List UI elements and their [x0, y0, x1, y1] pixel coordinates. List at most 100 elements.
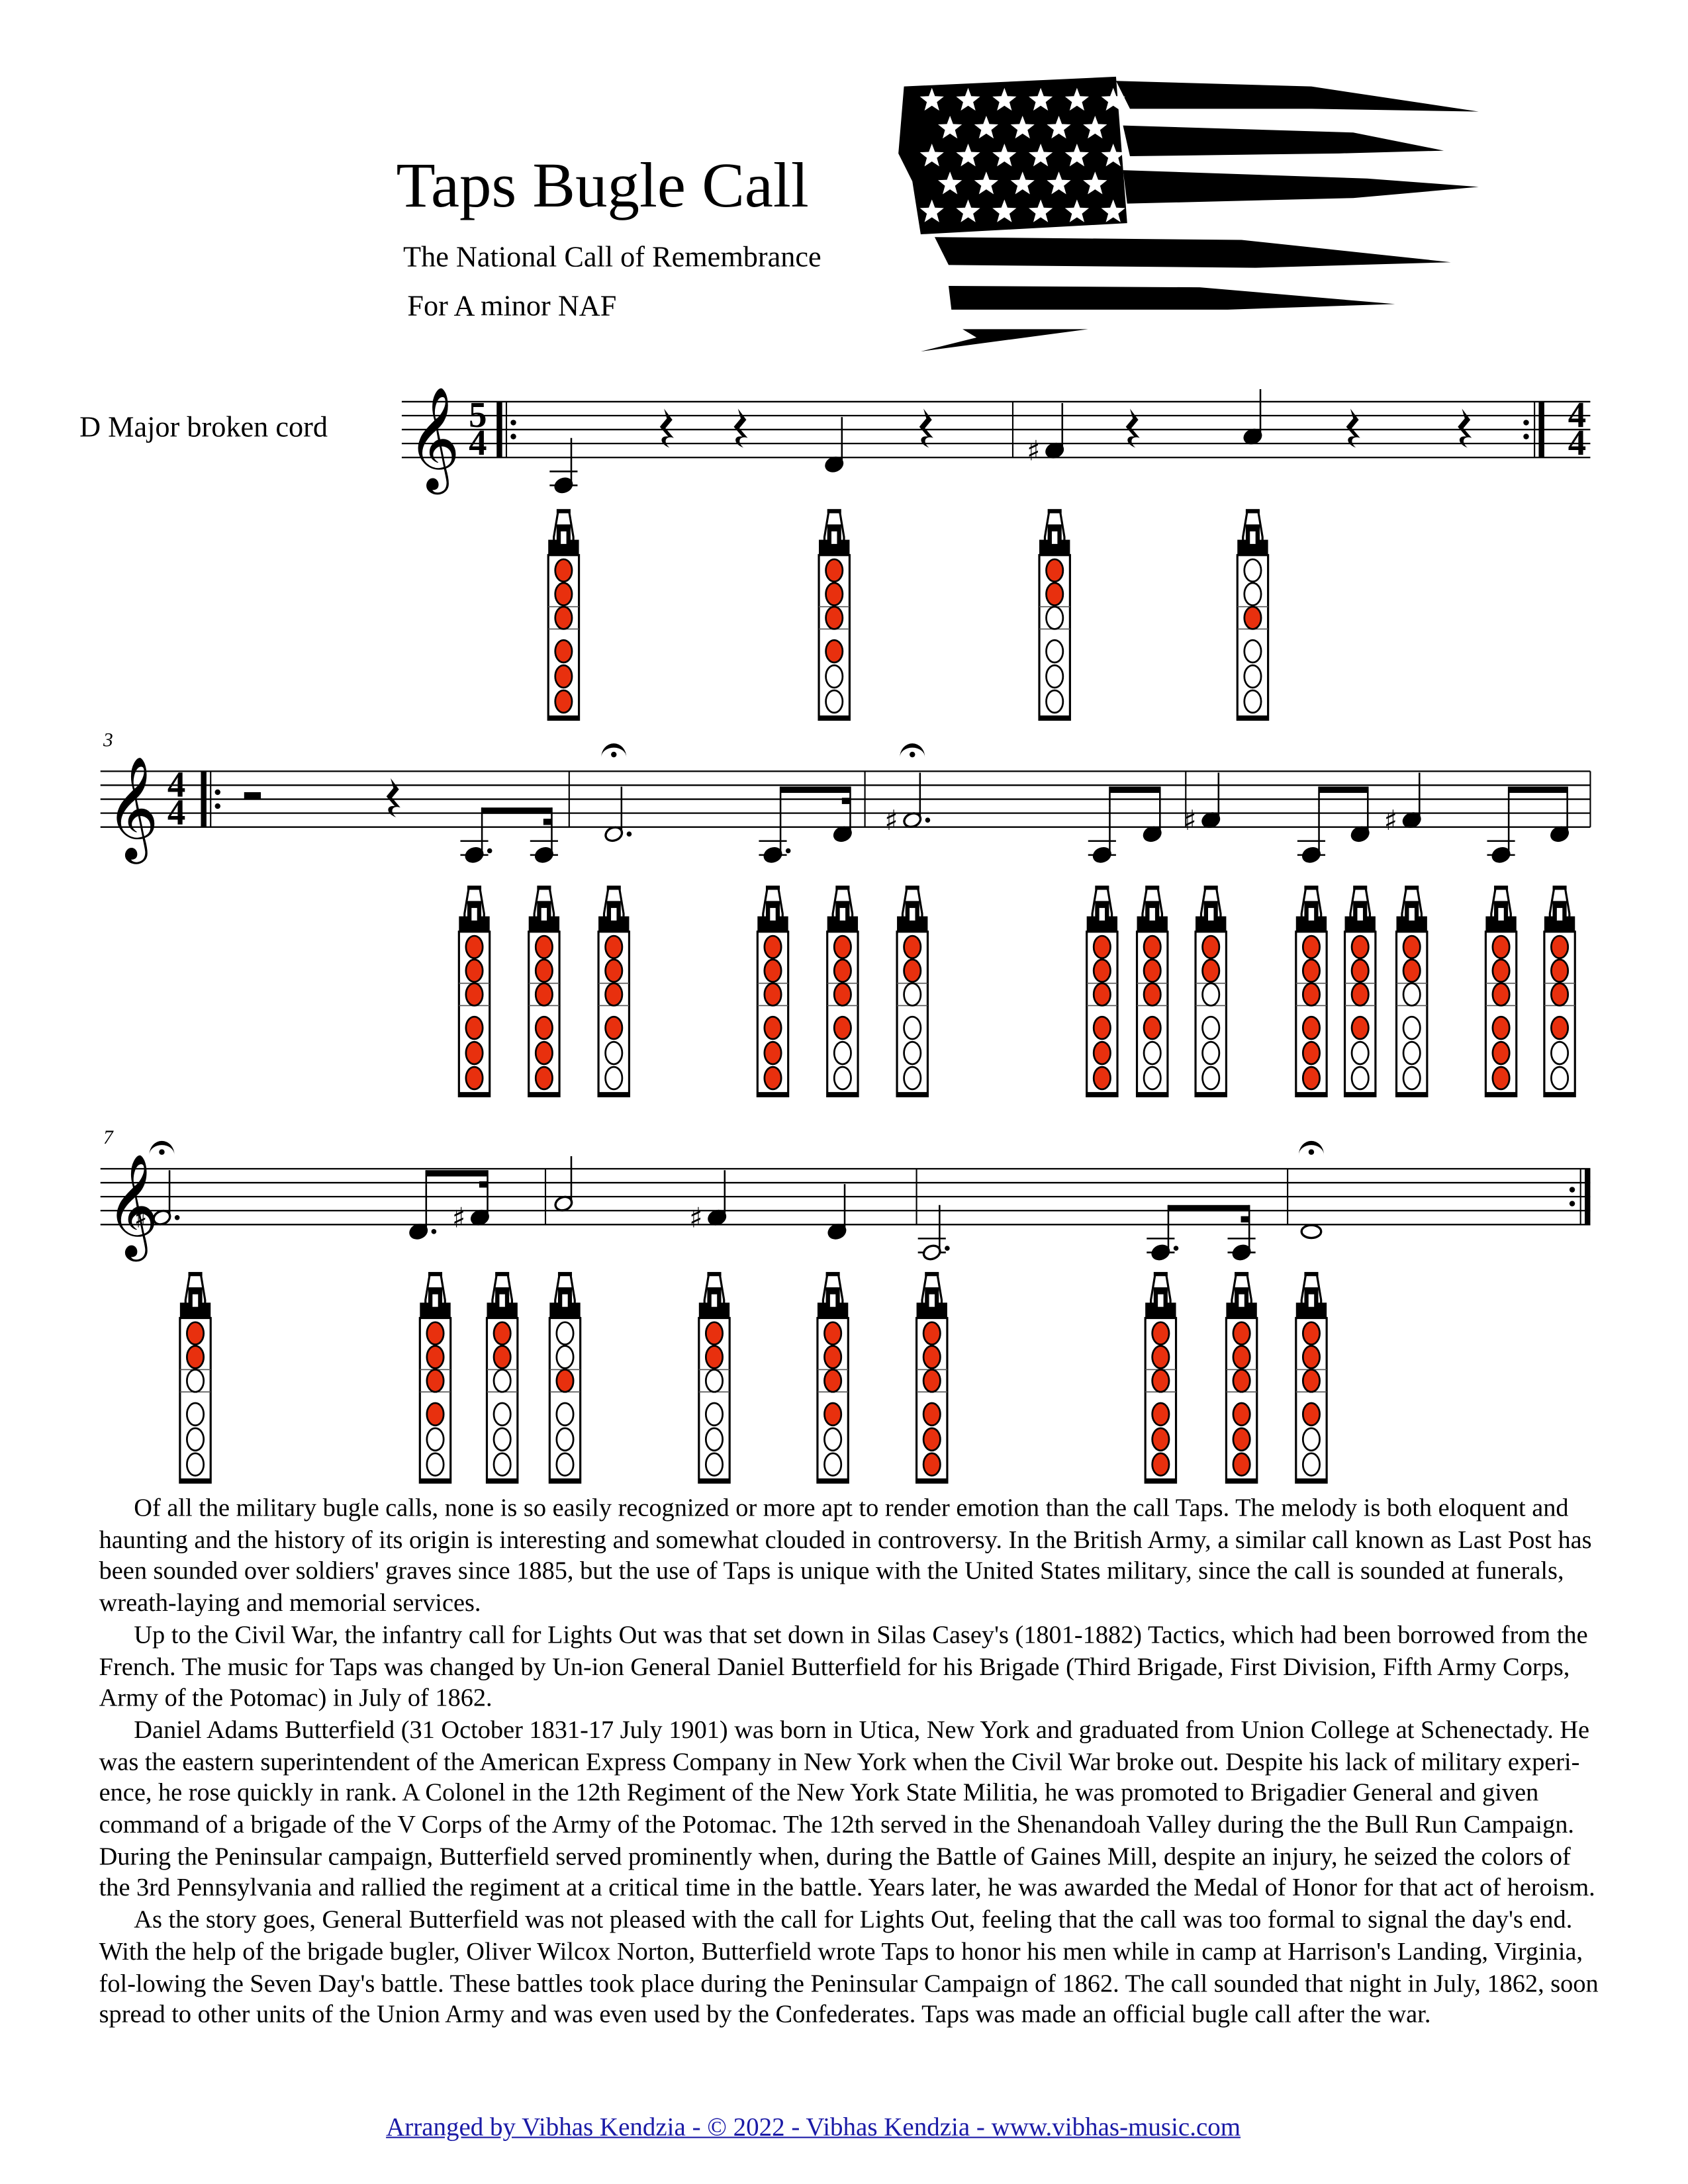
sound-hole	[561, 531, 567, 544]
beam	[543, 819, 552, 825]
quarter-rest-icon	[386, 778, 400, 817]
open-hole	[1201, 1015, 1221, 1040]
closed-hole	[465, 958, 484, 983]
sharp-icon: ♯	[884, 804, 898, 837]
mouthpiece-cap	[606, 886, 621, 890]
sound-hole	[1409, 907, 1415, 921]
mouthpiece-cap	[537, 886, 551, 890]
open-hole	[186, 1369, 205, 1393]
sound-hole	[1250, 531, 1256, 544]
closed-hole	[1301, 1321, 1321, 1345]
closed-hole	[1092, 1015, 1111, 1040]
fermata-icon	[1298, 1140, 1324, 1155]
closed-hole	[1151, 1402, 1170, 1427]
closed-hole	[1151, 1321, 1170, 1345]
sound-hole	[611, 907, 617, 921]
flute-fingering-chart	[179, 1271, 212, 1484]
flute-fingering-chart	[756, 886, 790, 1097]
flute-foot	[1086, 1092, 1118, 1097]
repeat-dot	[214, 789, 220, 796]
open-hole	[1045, 639, 1064, 664]
open-hole	[903, 1066, 922, 1091]
mouthpiece-cap	[1145, 886, 1160, 890]
open-hole	[1243, 664, 1262, 689]
quarter-rest-icon	[659, 408, 674, 448]
flute-foot	[757, 1092, 788, 1097]
closed-hole	[554, 606, 573, 630]
mouthpiece-cap	[707, 1271, 722, 1277]
sound-hole	[562, 1294, 568, 1307]
time-signature: 4	[1568, 394, 1586, 435]
block	[420, 1302, 451, 1318]
closed-hole	[1151, 1369, 1170, 1393]
beam	[841, 797, 851, 804]
sound-hole	[432, 1294, 438, 1307]
sound-hole	[1099, 907, 1105, 921]
sound-hole	[910, 907, 915, 921]
sound-hole	[770, 907, 776, 921]
closed-hole	[534, 958, 553, 983]
open-hole	[1402, 1015, 1421, 1040]
beam	[780, 786, 851, 794]
closed-hole	[1350, 958, 1370, 983]
closed-hole	[1232, 1345, 1251, 1369]
closed-hole	[922, 1452, 941, 1477]
mouthpiece-cap	[1304, 1271, 1319, 1277]
flute-foot	[1344, 1092, 1376, 1097]
paragraph: As the story goes, General Butterfield w…	[99, 1905, 1599, 2028]
closed-hole	[492, 1345, 512, 1369]
star-icon	[1101, 199, 1125, 222]
open-hole	[1045, 664, 1064, 689]
open-hole	[823, 1427, 843, 1452]
block	[1344, 916, 1376, 932]
closed-hole	[1045, 558, 1064, 583]
flute-fingering-chart	[896, 886, 929, 1097]
footer: Arranged by Vibhas Kendzia - © 2022 - Vi…	[0, 2115, 1626, 2144]
open-hole	[823, 1452, 843, 1477]
staff-system: 𝄞344♯♯♯	[100, 729, 1591, 864]
quarter-rest-icon	[1346, 408, 1360, 448]
sound-hole	[929, 1294, 935, 1307]
closed-hole	[534, 934, 553, 960]
staff-label: D Major broken cord	[79, 410, 328, 444]
paragraph: Daniel Adams Butterfield (31 October 183…	[99, 1715, 1595, 1902]
closed-hole	[763, 1040, 782, 1066]
open-hole	[1402, 982, 1421, 1007]
open-hole	[186, 1427, 205, 1452]
open-hole	[704, 1452, 724, 1477]
flute-foot	[1295, 1092, 1327, 1097]
closed-hole	[1301, 982, 1321, 1007]
dot	[174, 1214, 180, 1220]
sound-hole	[839, 907, 846, 921]
mouthpiece-cap	[428, 1271, 443, 1277]
star-icon	[919, 87, 944, 111]
closed-hole	[1232, 1402, 1251, 1427]
star-icon	[938, 171, 962, 195]
open-hole	[1402, 1066, 1421, 1091]
beam	[1509, 786, 1568, 794]
block	[757, 916, 788, 932]
dot	[487, 848, 492, 854]
mouthpiece-cap	[467, 886, 482, 890]
flute-fingering-chart	[418, 1271, 452, 1484]
block	[1086, 916, 1118, 932]
closed-hole	[922, 1402, 941, 1427]
mouthpiece-cap	[827, 509, 841, 514]
open-hole	[1143, 1066, 1162, 1091]
mouthpiece-cap	[1203, 886, 1218, 890]
repeat-end-thick-bar	[1538, 401, 1544, 458]
block	[459, 916, 490, 932]
block	[1145, 1302, 1176, 1318]
block	[1295, 916, 1327, 932]
open-hole	[555, 1427, 575, 1452]
credit-link[interactable]: Arranged by Vibhas Kendzia - © 2022 - Vi…	[386, 2114, 1241, 2142]
closed-hole	[426, 1345, 445, 1369]
star-icon	[1064, 144, 1090, 167]
flute-foot	[819, 715, 850, 720]
closed-hole	[1232, 1369, 1251, 1393]
block	[598, 916, 630, 932]
open-hole	[704, 1427, 724, 1452]
block	[916, 1302, 947, 1318]
fermata-dot	[611, 751, 617, 758]
closed-hole	[1491, 934, 1511, 960]
